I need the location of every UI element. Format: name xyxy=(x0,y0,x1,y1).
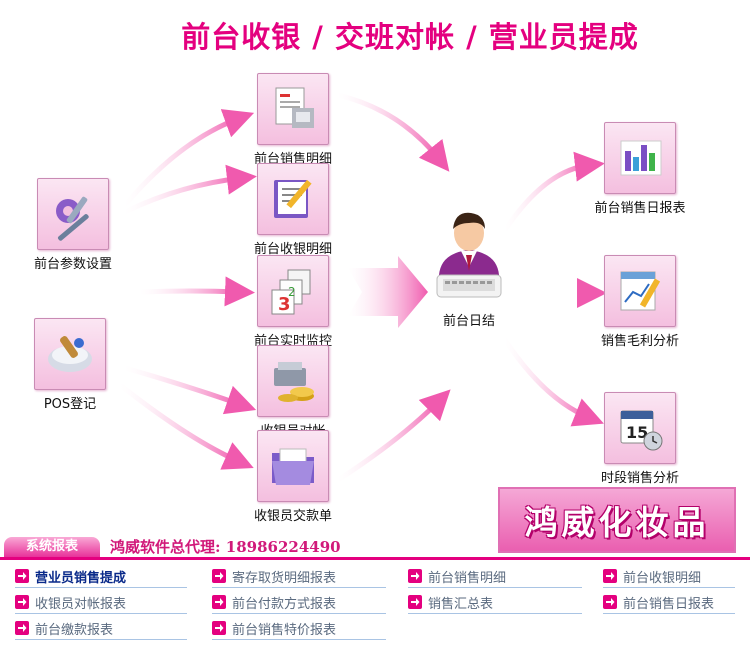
node-label: 前台收银明细 xyxy=(253,242,332,257)
node-label: 收银员交款单 xyxy=(253,509,332,524)
arrow-right-icon xyxy=(603,595,617,609)
report-link-label: 营业员销售提成 xyxy=(35,570,127,586)
node-daily-report[interactable]: 前台销售日报表 xyxy=(585,122,695,216)
report-link-label: 前台付款方式报表 xyxy=(232,596,337,612)
arrow-close-period xyxy=(502,337,604,427)
node-label: POS登记 xyxy=(43,397,97,412)
arrow-right-icon xyxy=(15,569,29,583)
node-label: 时段销售分析 xyxy=(600,471,679,486)
arrow-pos-reconcile xyxy=(122,365,257,415)
pos-register-icon xyxy=(34,318,106,390)
report-link[interactable]: 前台付款方式报表 xyxy=(212,591,386,614)
report-link-label: 收银员对帐报表 xyxy=(35,596,127,612)
report-link-label: 前台收银明细 xyxy=(623,570,702,586)
report-link[interactable]: 前台销售特价报表 xyxy=(212,617,386,640)
report-link-label: 寄存取货明细报表 xyxy=(232,570,337,586)
node-period[interactable]: 15 时段销售分析 xyxy=(585,392,695,486)
node-handover[interactable]: 收银员交款单 xyxy=(238,430,348,524)
cash-register-coins-icon xyxy=(257,345,329,417)
report-link[interactable]: 销售汇总表 xyxy=(408,591,582,614)
node-label: 前台参数设置 xyxy=(33,257,112,272)
arrow-params-sales xyxy=(122,109,255,208)
tools-gear-icon xyxy=(37,178,109,250)
svg-text:3: 3 xyxy=(278,294,291,315)
report-link[interactable]: 寄存取货明细报表 xyxy=(212,565,386,588)
report-link-label: 前台销售日报表 xyxy=(623,596,715,612)
arrow-sales-close xyxy=(335,92,450,172)
report-link[interactable]: 前台销售日报表 xyxy=(603,591,735,614)
notebook-pencil-icon xyxy=(257,163,329,235)
arrow-right-icon xyxy=(603,569,617,583)
report-link[interactable]: 前台缴款报表 xyxy=(15,617,187,640)
footer-divider xyxy=(0,557,750,560)
report-link-label: 前台销售明细 xyxy=(428,570,507,586)
tab-system-reports[interactable]: 系统报表 xyxy=(4,537,100,557)
arrow-right-icon xyxy=(212,569,226,583)
arrow-close-daily xyxy=(502,151,605,233)
bar-chart-icon xyxy=(604,122,676,194)
report-link-label: 前台销售特价报表 xyxy=(232,622,337,638)
node-reconcile[interactable]: 收银员对帐 xyxy=(238,345,348,439)
arrow-right-icon xyxy=(212,621,226,635)
node-pos[interactable]: POS登记 xyxy=(15,318,125,412)
report-link[interactable]: 收银员对帐报表 xyxy=(15,591,187,614)
report-link[interactable]: 前台收银明细 xyxy=(603,565,735,588)
brand-banner: 鸿威化妆品 xyxy=(498,487,736,553)
node-sales-detail[interactable]: 前台销售明细 xyxy=(238,73,348,167)
arrow-params-monitor xyxy=(137,276,255,307)
document-printer-icon xyxy=(257,73,329,145)
node-label: 销售毛利分析 xyxy=(600,334,679,349)
arrow-right-icon xyxy=(15,595,29,609)
node-margin[interactable]: 销售毛利分析 xyxy=(585,255,695,349)
report-link[interactable]: 前台销售明细 xyxy=(408,565,582,588)
node-label: 前台日结 xyxy=(442,314,495,329)
arrow-params-cash xyxy=(122,164,257,215)
node-label: 前台销售日报表 xyxy=(594,201,686,216)
arrow-right-icon xyxy=(408,595,422,609)
agent-contact: 鸿威软件总代理: 18986224490 xyxy=(110,538,341,556)
arrow-pos-handover xyxy=(117,382,254,470)
report-link-label: 销售汇总表 xyxy=(428,596,494,612)
folder-icon xyxy=(257,430,329,502)
arrow-right-icon xyxy=(15,621,29,635)
calendar-clock-icon: 15 xyxy=(604,392,676,464)
node-params[interactable]: 前台参数设置 xyxy=(18,178,128,272)
node-cash-detail[interactable]: 前台收银明细 xyxy=(238,163,348,257)
cashier-person-icon xyxy=(419,205,519,310)
brand-name: 鸿威化妆品 xyxy=(524,503,710,542)
arrow-handover-close xyxy=(335,389,451,483)
page-title: 前台收银 / 交班对帐 / 营业员提成 xyxy=(181,20,639,54)
arrow-right-icon xyxy=(212,595,226,609)
svg-text:15: 15 xyxy=(626,423,648,442)
arrow-right-icon xyxy=(408,569,422,583)
footer-tab-bar: 系统报表 鸿威软件总代理: 18986224490 xyxy=(0,535,750,557)
node-daily-close[interactable]: 前台日结 xyxy=(414,205,524,329)
report-link[interactable]: 营业员销售提成 xyxy=(15,565,187,588)
report-link-label: 前台缴款报表 xyxy=(35,622,114,638)
svg-text:2: 2 xyxy=(288,285,296,299)
big-arrow xyxy=(348,256,428,328)
chart-pencil-icon xyxy=(604,255,676,327)
